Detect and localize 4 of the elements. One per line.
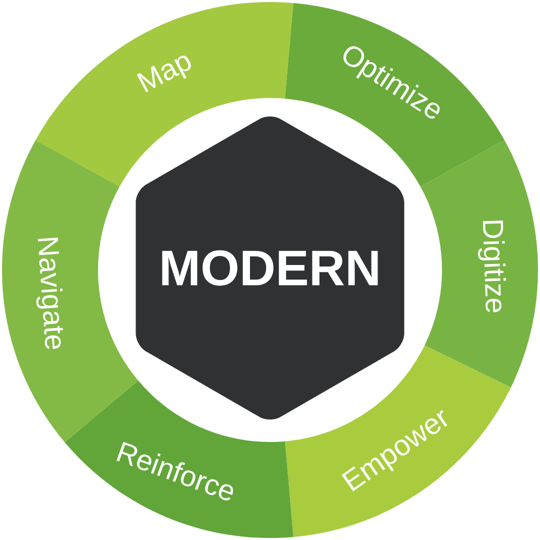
ring-segment: Digitize: [420, 140, 538, 388]
hexagon: MODERN: [136, 116, 404, 420]
ring-segment: Navigate: [2, 140, 138, 442]
ring-segment: Map: [36, 2, 294, 187]
